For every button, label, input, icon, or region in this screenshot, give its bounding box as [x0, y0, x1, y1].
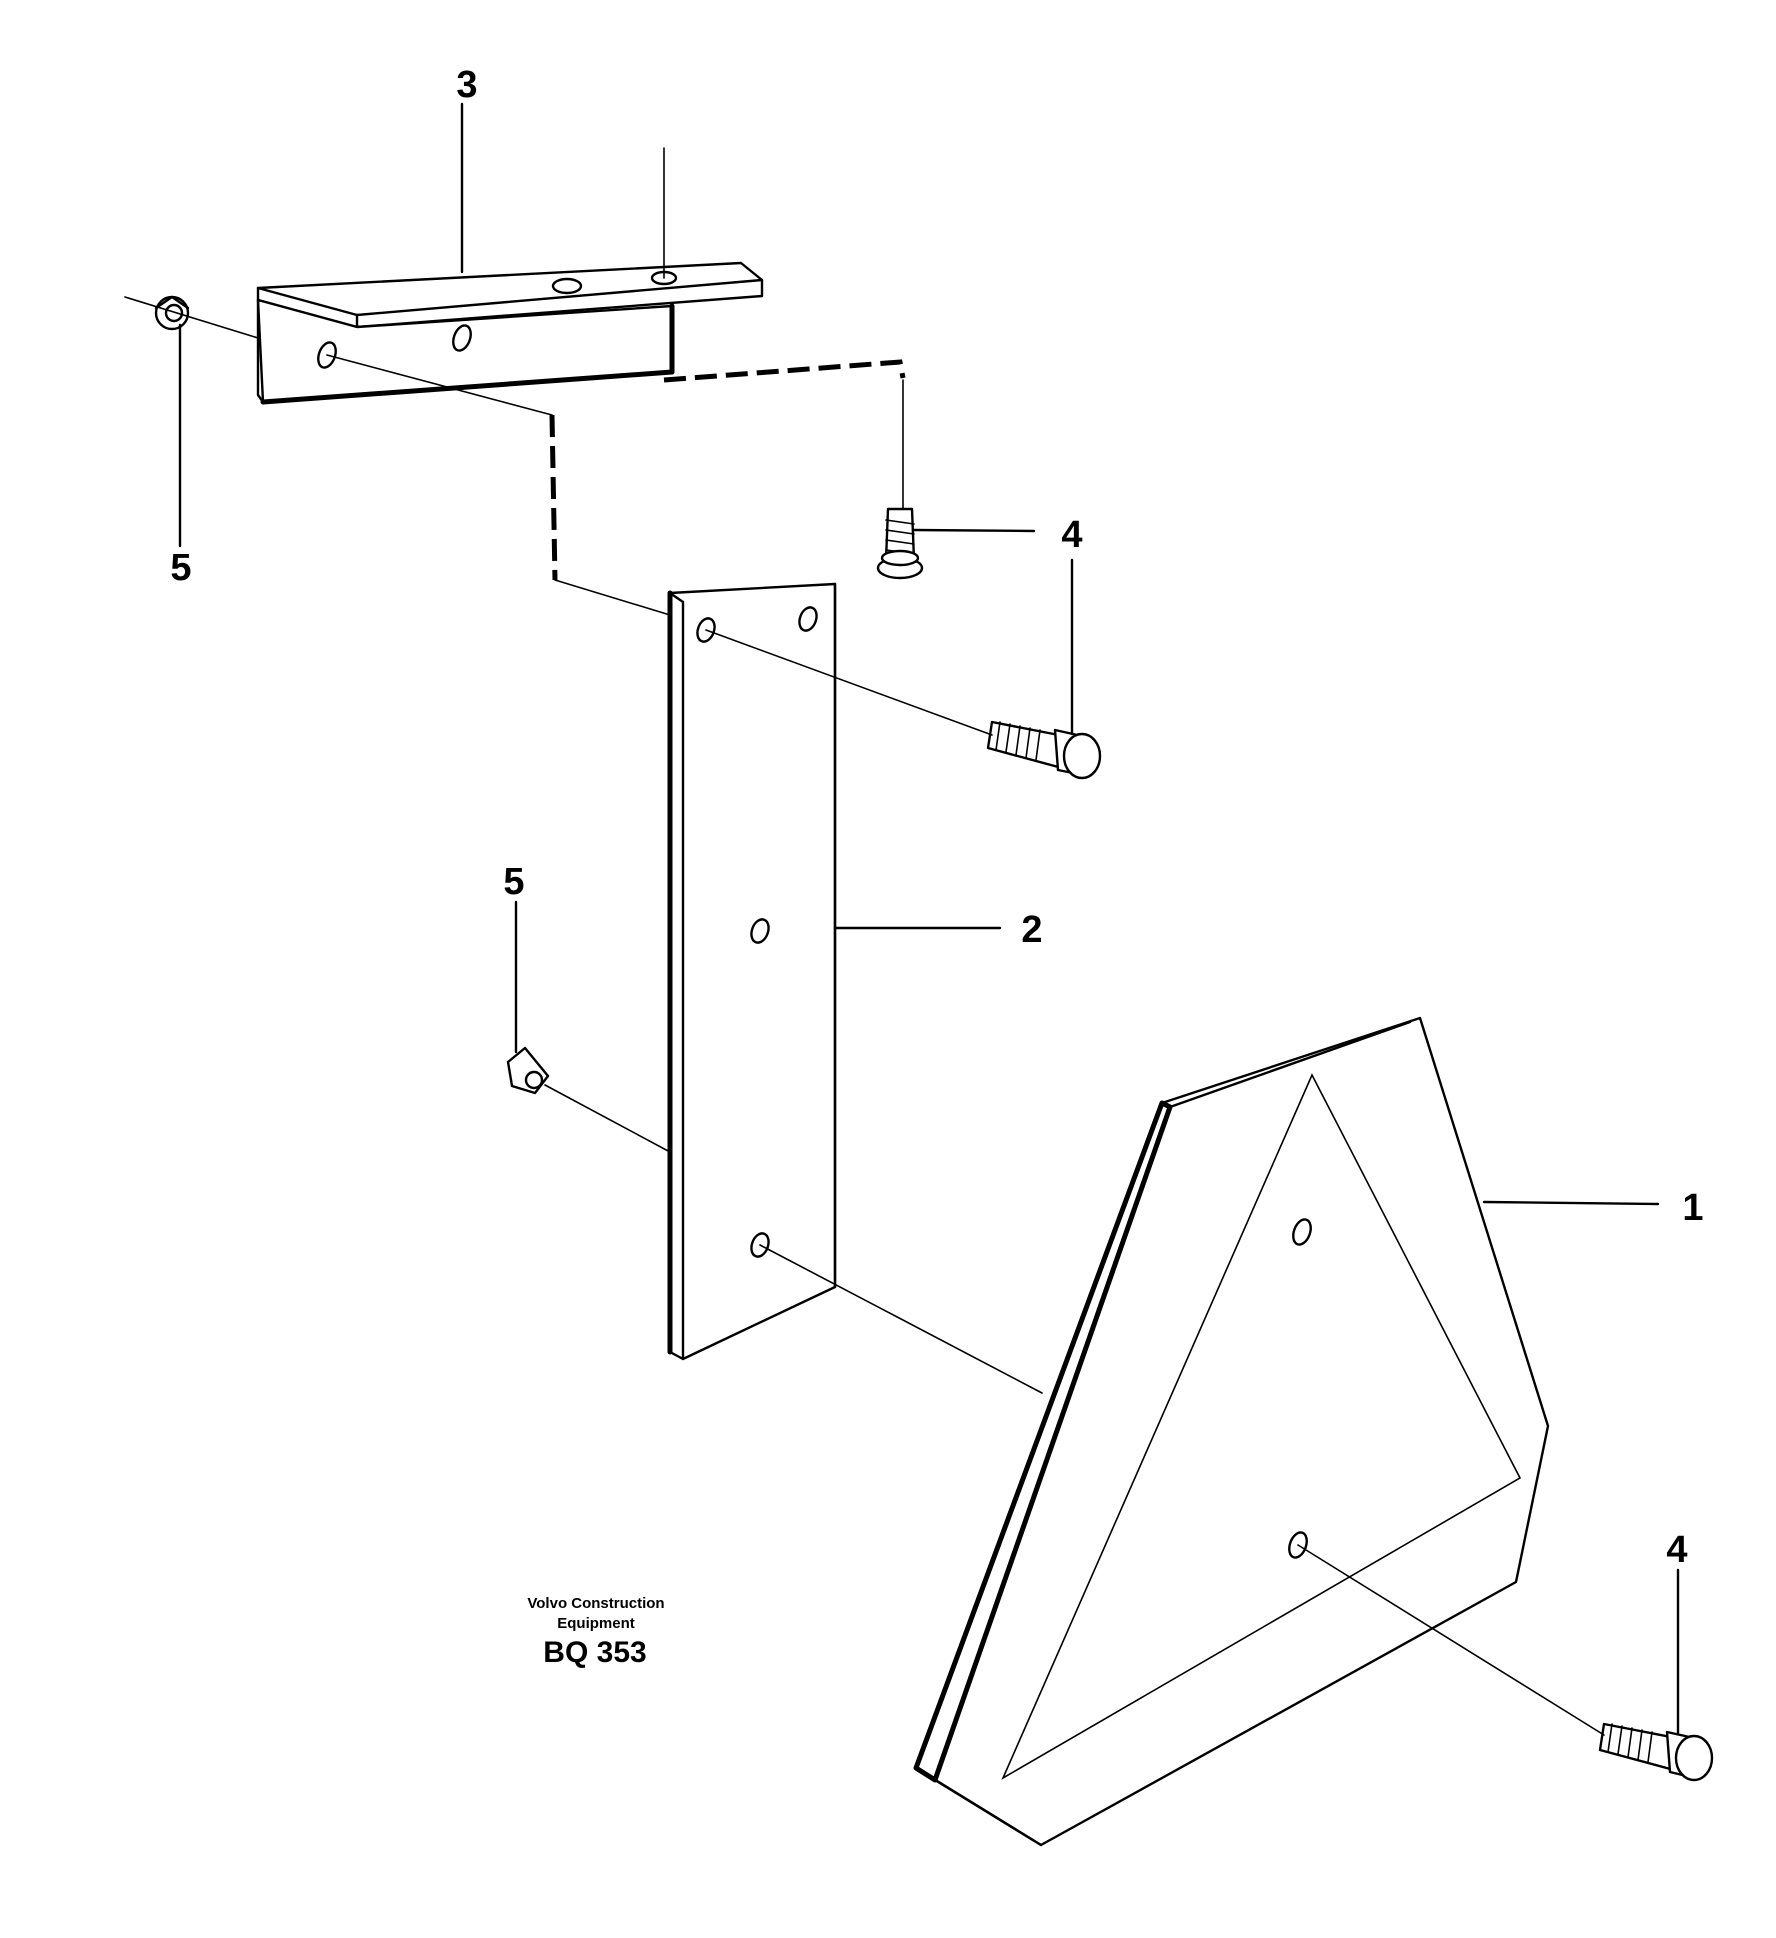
callout-part-3: 3 — [456, 64, 477, 106]
reflector-plate — [913, 1016, 1550, 1847]
angle-bracket — [256, 261, 764, 405]
callout-part-1: 1 — [1682, 1187, 1703, 1229]
screw-middle — [986, 720, 1102, 780]
screw-vertical — [876, 507, 924, 580]
nut-middle — [506, 1046, 550, 1095]
brand-line-1: Volvo Construction — [527, 1595, 664, 1612]
callout-part-5-left: 5 — [170, 547, 191, 589]
nut-upper-left — [154, 295, 190, 331]
callout-leaders — [178, 102, 1680, 1735]
callout-part-4-lower: 4 — [1666, 1529, 1687, 1571]
screw-lower-right — [1598, 1722, 1714, 1782]
mounting-plate — [667, 582, 837, 1361]
brand-line-2: Equipment — [557, 1615, 635, 1632]
callout-part-2: 2 — [1021, 909, 1042, 951]
callout-part-4-upper: 4 — [1061, 514, 1082, 556]
assembly-lines — [124, 147, 1605, 1736]
callout-part-5-middle: 5 — [503, 861, 524, 903]
drawing-code: BQ 353 — [543, 1636, 646, 1669]
